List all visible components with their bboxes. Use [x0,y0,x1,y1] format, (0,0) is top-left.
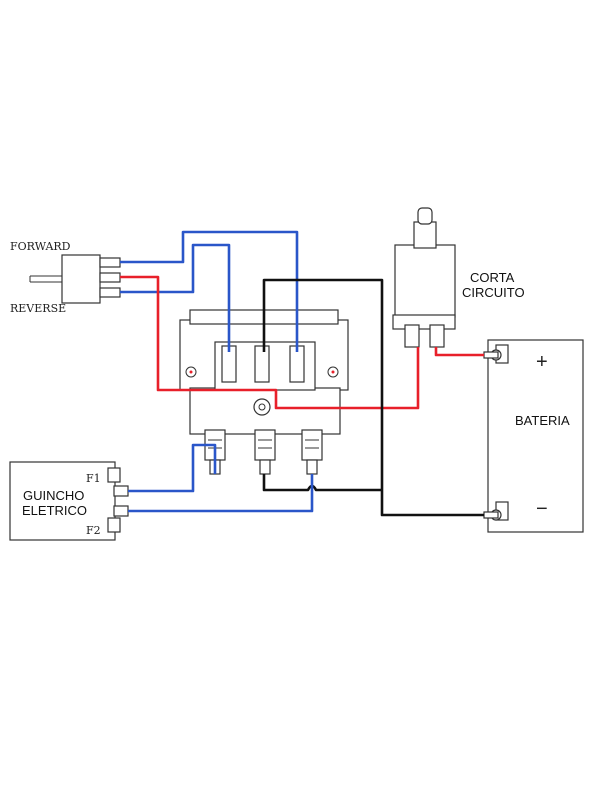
black-wire-to-battery-negative [262,278,484,517]
contactor-box [179,309,349,475]
blue-wire-to-f1 [128,443,217,493]
black-wire-bottom-jumper [262,474,382,492]
f1-label: F1 [86,472,101,485]
blue-wire-to-f2 [128,474,314,513]
corta-label: CORTA [470,270,515,285]
red-wire-breaker-to-battery [434,347,484,357]
blue-wire-switch-top [120,230,299,352]
battery-minus-label: − [536,498,548,520]
bateria-label: BATERIA [515,413,570,428]
f2-label: F2 [86,524,101,537]
circuit-breaker [392,207,456,348]
forward-label: FORWARD [10,240,71,253]
blue-wire-switch-bottom [120,243,231,352]
guincho-label: GUINCHO [23,488,84,503]
reverse-label: REVERSE [10,302,66,315]
red-wire-switch-to-breaker [120,275,420,410]
battery [483,339,584,533]
battery-plus-label: + [536,351,548,373]
rocker-switch [29,254,121,304]
circuito-label: CIRCUITO [462,285,525,300]
wires [120,230,484,517]
eletrico-label: ELETRICO [22,503,87,518]
winch-motor [9,461,129,541]
